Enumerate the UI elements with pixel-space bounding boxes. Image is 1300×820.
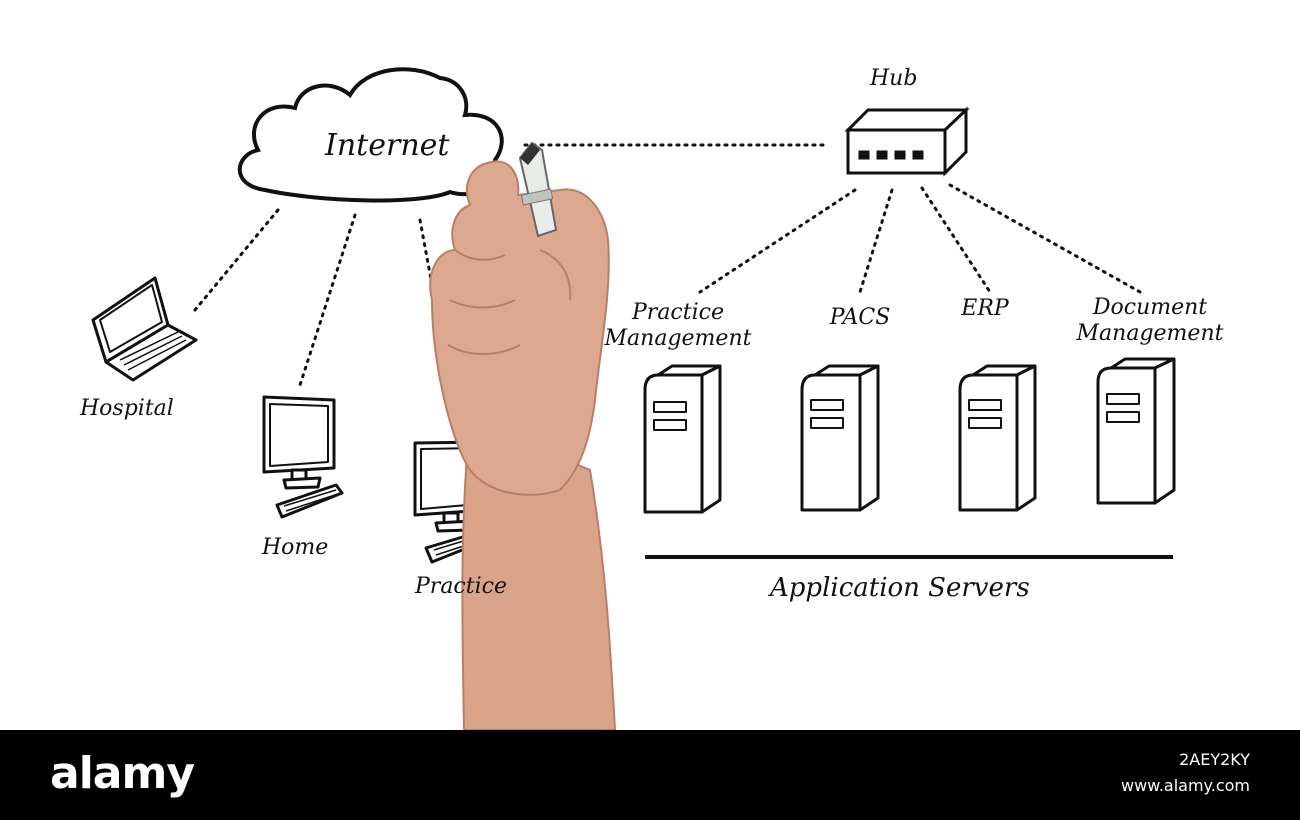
connector-lines bbox=[193, 143, 1142, 427]
desktop-computer-icon bbox=[262, 395, 344, 519]
connector-internet-home bbox=[298, 213, 357, 387]
client-label-practice: Practice bbox=[415, 574, 507, 599]
cloud-shape bbox=[237, 67, 504, 203]
server-label-line2: Management bbox=[1076, 321, 1224, 346]
client-label-hospital: Hospital bbox=[80, 396, 174, 421]
image-id: 2AEY2KY bbox=[1179, 750, 1250, 769]
server-label-line1: PACS bbox=[829, 305, 891, 330]
server-icon bbox=[958, 364, 1037, 512]
server-icon bbox=[1096, 357, 1176, 505]
connector-hub-erp bbox=[920, 186, 992, 294]
connector-hub-pacs bbox=[858, 188, 894, 294]
client-label-home: Home bbox=[262, 535, 329, 560]
network-diagram bbox=[91, 67, 1176, 730]
brand-logo: alamy bbox=[50, 748, 195, 799]
hand-holding-marker bbox=[429, 141, 617, 730]
server-label-line1: ERP bbox=[961, 296, 1009, 321]
laptop-icon bbox=[91, 276, 198, 382]
server-label-pacs: PACS bbox=[800, 305, 920, 331]
server-label-line2: Management bbox=[604, 326, 752, 351]
server-label-erp: ERP bbox=[930, 296, 1040, 322]
server-icon bbox=[800, 364, 880, 512]
hub-icon bbox=[844, 106, 970, 177]
server-label-document-management: Document Management bbox=[1050, 295, 1250, 347]
site-url: www.alamy.com bbox=[1121, 776, 1250, 795]
internet-label: Internet bbox=[325, 128, 450, 163]
server-label-line1: Document bbox=[1092, 295, 1208, 320]
hub-label: Hub bbox=[870, 66, 918, 91]
server-icon bbox=[643, 364, 722, 514]
application-servers-label: Application Servers bbox=[770, 573, 1030, 603]
connector-internet-hospital bbox=[193, 208, 280, 312]
stock-watermark-bar: alamy 2AEY2KY www.alamy.com bbox=[0, 730, 1300, 820]
server-label-line1: Practice bbox=[632, 300, 724, 325]
server-label-practice-management: Practice Management bbox=[578, 300, 778, 352]
connector-hub-practice-mgmt bbox=[698, 188, 857, 294]
